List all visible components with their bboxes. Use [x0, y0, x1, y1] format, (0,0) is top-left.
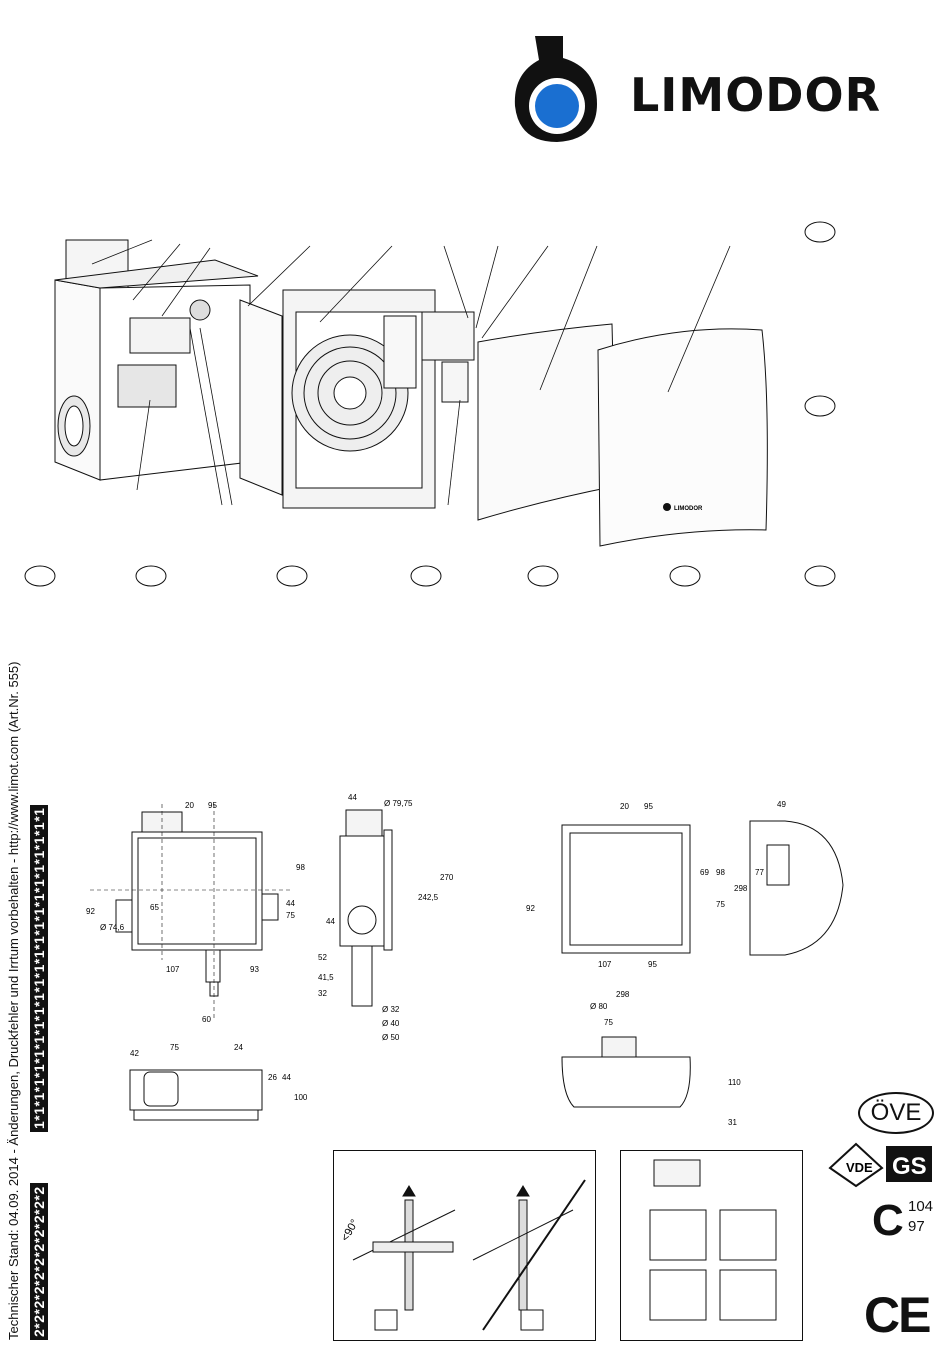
svg-text:100: 100 — [294, 1093, 308, 1102]
svg-text:Ø 40: Ø 40 — [382, 1019, 400, 1028]
cover-logo-text: LIMODOR — [674, 506, 703, 512]
tech-note: Technischer Stand: 04.09. 2014 - Änderun… — [6, 661, 21, 1341]
language-band-1: 1*1*1*1*1*1*1*1*1*1*1*1*1*1*1*1*1*1*1*1*… — [30, 804, 48, 1132]
fan-panel — [282, 289, 436, 509]
svg-text:Ø 32: Ø 32 — [382, 1005, 400, 1014]
svg-text:75: 75 — [170, 1043, 179, 1052]
callout-circle — [804, 221, 836, 243]
callout-circle — [276, 565, 308, 587]
svg-text:20: 20 — [620, 802, 629, 811]
svg-text:20: 20 — [185, 801, 194, 810]
installation-diagram: <90° — [333, 1150, 596, 1341]
gs-mark-icon — [886, 1146, 932, 1182]
svg-text:49: 49 — [777, 800, 786, 809]
cover-logo-icon — [663, 503, 671, 511]
svg-text:Ø 50: Ø 50 — [382, 1033, 400, 1042]
svg-text:107: 107 — [166, 965, 180, 974]
svg-text:242,5: 242,5 — [418, 893, 439, 902]
svg-text:77: 77 — [755, 868, 764, 877]
svg-text:32: 32 — [318, 989, 327, 998]
svg-text:44: 44 — [286, 899, 295, 908]
brand-logo — [505, 28, 615, 148]
svg-text:69: 69 — [700, 868, 709, 877]
svg-text:GS: GS — [892, 1153, 927, 1180]
outer-cover — [597, 328, 768, 547]
svg-text:Ø 80: Ø 80 — [590, 1002, 608, 1011]
svg-text:95: 95 — [644, 802, 653, 811]
callout-circle — [804, 565, 836, 587]
svg-text:92: 92 — [86, 907, 95, 916]
svg-text:75: 75 — [716, 900, 725, 909]
language-band-2: 2*2*2*2*2*2*2*2*2*2*2 — [30, 1183, 48, 1340]
svg-text:298: 298 — [734, 884, 748, 893]
svg-text:75: 75 — [604, 1018, 613, 1027]
svg-text:95: 95 — [208, 801, 217, 810]
svg-text:110: 110 — [728, 1078, 741, 1087]
svg-text:41,5: 41,5 — [318, 973, 334, 982]
svg-text:98: 98 — [716, 868, 725, 877]
callout-circle — [669, 565, 701, 587]
inner-cover — [477, 323, 617, 521]
housing-box — [54, 239, 259, 481]
svg-text:VDE: VDE — [846, 1160, 873, 1175]
svg-text:42: 42 — [130, 1049, 139, 1058]
vde-mark-icon — [828, 1142, 884, 1188]
svg-text:26: 26 — [268, 1073, 277, 1082]
vde-gs-marks: VDE GS — [828, 1142, 932, 1188]
bottom-view-drawing: 42 75 24 26 44 100 — [129, 1043, 308, 1121]
svg-text:44: 44 — [348, 793, 357, 802]
svg-text:65: 65 — [150, 903, 159, 912]
electronics-module — [421, 311, 475, 403]
callout-circle — [135, 565, 167, 587]
svg-text:Ø 79,75: Ø 79,75 — [384, 799, 413, 808]
svg-text:44: 44 — [282, 1073, 291, 1082]
svg-text:98: 98 — [296, 863, 305, 872]
exploded-view-diagram: LIMODOR — [24, 221, 836, 587]
cover-side-drawing: 49 77 — [749, 800, 844, 956]
svg-text:92: 92 — [526, 904, 535, 913]
svg-text:31: 31 — [728, 1118, 737, 1127]
callout-circle — [410, 565, 442, 587]
svg-text:95: 95 — [648, 960, 657, 969]
front-view-drawing: 20 95 98 92 65 44 75 Ø 74,6 107 93 60 — [86, 801, 305, 1024]
cover-front-drawing: 20 95 69 98 298 92 75 107 95 — [526, 802, 748, 969]
svg-text:270: 270 — [440, 873, 454, 882]
side-view-drawing: 44 Ø 79,75 270 242,5 44 52 41,5 32 Ø 32 … — [318, 793, 454, 1042]
svg-text:Ø 74,6: Ø 74,6 — [100, 923, 125, 932]
limodor-logo-icon — [514, 36, 597, 142]
svg-text:52: 52 — [318, 953, 327, 962]
callout-circle — [527, 565, 559, 587]
brand-name: LIMODOR — [630, 68, 882, 122]
callout-circle — [24, 565, 56, 587]
mounting-options-diagram — [620, 1150, 803, 1341]
ce-mark: CE — [864, 1287, 931, 1343]
svg-text:24: 24 — [234, 1043, 243, 1052]
ove-mark: ÖVE — [858, 1092, 934, 1134]
svg-text:44: 44 — [326, 917, 335, 926]
svg-text:75: 75 — [286, 911, 295, 920]
svg-text:60: 60 — [202, 1015, 211, 1024]
callout-circle — [804, 395, 836, 417]
c-mark: C 104 97 — [872, 1196, 934, 1245]
cover-top-drawing: 298 Ø 80 75 110 31 — [561, 990, 741, 1127]
svg-text:93: 93 — [250, 965, 259, 974]
svg-text:298: 298 — [616, 990, 630, 999]
svg-text:107: 107 — [598, 960, 612, 969]
